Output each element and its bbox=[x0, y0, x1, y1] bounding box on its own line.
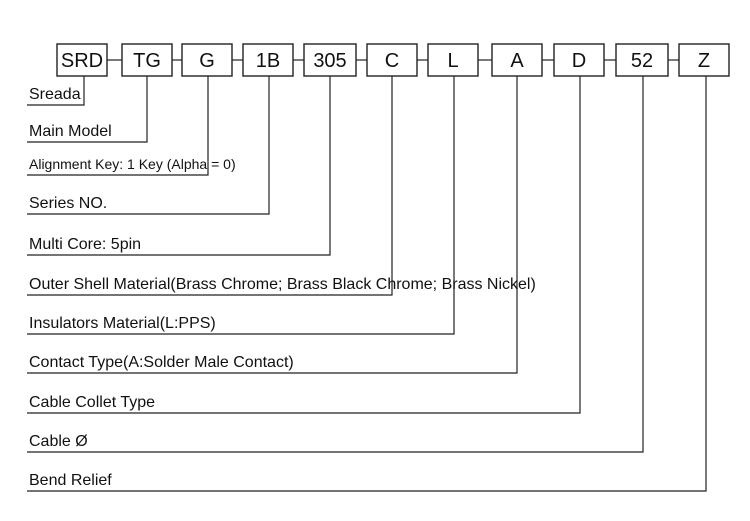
code-box-frame bbox=[678, 43, 730, 77]
code-box: Z bbox=[678, 43, 730, 77]
code-segment-text: D bbox=[572, 50, 586, 72]
code-segment-text: L bbox=[447, 50, 458, 72]
field-label: Series NO. bbox=[29, 195, 107, 212]
field-label: Outer Shell Material(Brass Chrome; Brass… bbox=[29, 276, 536, 293]
code-box: 1B bbox=[242, 43, 294, 77]
code-box-frame bbox=[427, 43, 479, 77]
code-box: D bbox=[553, 43, 605, 77]
code-segment-text: Z bbox=[698, 50, 710, 72]
code-segment-text: TG bbox=[133, 50, 161, 72]
code-box: SRD bbox=[56, 43, 108, 77]
leader-line bbox=[27, 76, 644, 453]
leader-line bbox=[27, 76, 707, 492]
code-box-frame bbox=[303, 43, 357, 77]
code-box: L bbox=[427, 43, 479, 77]
leader-line bbox=[27, 76, 85, 106]
code-box: C bbox=[366, 43, 418, 77]
field-label: Main Model bbox=[29, 123, 112, 140]
code-box: A bbox=[491, 43, 543, 77]
leader-line bbox=[27, 76, 270, 215]
code-segment-text: C bbox=[385, 50, 399, 72]
leader-line bbox=[27, 76, 518, 374]
code-box-frame bbox=[366, 43, 418, 77]
connector-lines bbox=[27, 59, 707, 492]
code-box-frame bbox=[615, 43, 669, 77]
field-label: Alignment Key: 1 Key (Alpha = 0) bbox=[29, 156, 236, 172]
code-box: 52 bbox=[615, 43, 669, 77]
code-segment-text: 52 bbox=[631, 50, 653, 72]
field-label: Multi Core: 5pin bbox=[29, 236, 141, 253]
field-label: Insulators Material(L:PPS) bbox=[29, 315, 216, 332]
field-label: Bend Relief bbox=[29, 472, 112, 489]
code-box-frame bbox=[181, 43, 233, 77]
leader-line bbox=[27, 76, 393, 296]
field-label: Cable Ø bbox=[29, 433, 88, 450]
leader-line bbox=[27, 76, 455, 335]
code-segment-text: SRD bbox=[61, 50, 103, 72]
code-segment-text: 1B bbox=[256, 50, 280, 72]
code-segment-text: A bbox=[510, 50, 524, 72]
field-label: Contact Type(A:Solder Male Contact) bbox=[29, 354, 294, 371]
code-box-frame bbox=[121, 43, 173, 77]
code-box-frame bbox=[242, 43, 294, 77]
leader-line bbox=[27, 76, 209, 176]
code-box-frame bbox=[553, 43, 605, 77]
code-boxes: SRD TG G 1B 305 C L A D 52 Z bbox=[56, 43, 730, 77]
code-box-frame bbox=[56, 43, 108, 77]
leader-line bbox=[27, 76, 581, 414]
code-box: 305 bbox=[303, 43, 357, 77]
code-box-frame bbox=[491, 43, 543, 77]
code-box: G bbox=[181, 43, 233, 77]
field-label: Cable Collet Type bbox=[29, 394, 155, 411]
leader-line bbox=[27, 76, 148, 143]
leader-line bbox=[27, 76, 331, 256]
code-box: TG bbox=[121, 43, 173, 77]
field-label: Sreada bbox=[29, 86, 81, 103]
code-segment-text: 305 bbox=[313, 50, 346, 72]
code-segment-text: G bbox=[199, 50, 215, 72]
